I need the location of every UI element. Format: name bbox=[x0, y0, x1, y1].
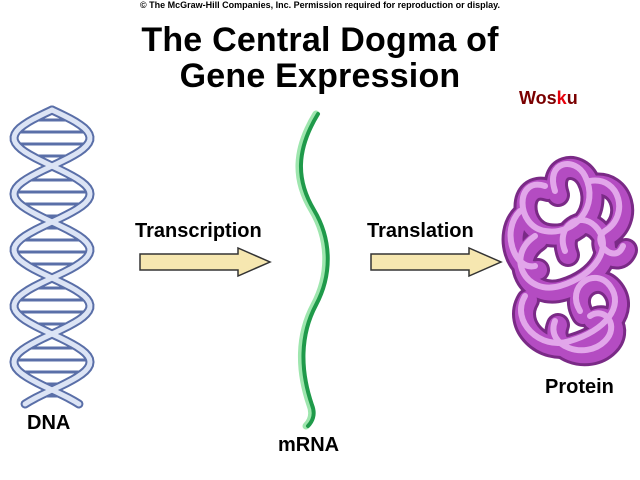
dna-double-helix-icon bbox=[9, 105, 95, 409]
transcription-arrow-icon bbox=[139, 246, 272, 278]
protein-coil-segment bbox=[587, 177, 626, 257]
translation-label: Translation bbox=[367, 220, 474, 242]
title-line-1: The Central Dogma of bbox=[141, 21, 499, 59]
dna-label: DNA bbox=[27, 412, 71, 434]
copyright-notice: © The McGraw-Hill Companies, Inc. Permis… bbox=[139, 0, 501, 10]
mrna-strand-dark bbox=[298, 112, 330, 428]
mrna-label: mRNA bbox=[278, 434, 340, 456]
protein-coil-segment bbox=[507, 208, 538, 270]
dna-strand-back-fill bbox=[11, 107, 93, 407]
protein-label: Protein bbox=[545, 376, 614, 398]
mrna-strand-icon bbox=[295, 110, 330, 430]
transcription-label: Transcription bbox=[135, 220, 262, 242]
watermark-text: Wosku bbox=[519, 88, 578, 108]
protein-coil-segment bbox=[550, 310, 615, 354]
page-title: The Central Dogma of Gene Expression bbox=[0, 22, 640, 94]
translation-arrow-shape bbox=[370, 246, 503, 278]
watermark-part-1: Wos bbox=[519, 88, 557, 108]
watermark-part-2: k bbox=[556, 88, 567, 108]
watermark-part-3: u bbox=[566, 88, 578, 108]
transcription-arrow-shape bbox=[139, 246, 272, 278]
translation-arrow-icon bbox=[370, 246, 503, 278]
dna-strand-front-fill bbox=[11, 107, 93, 407]
folded-protein-icon bbox=[501, 156, 638, 367]
protein-coil bbox=[501, 156, 638, 367]
protein-coil-segment bbox=[517, 217, 606, 291]
title-line-2: Gene Expression bbox=[179, 57, 461, 95]
